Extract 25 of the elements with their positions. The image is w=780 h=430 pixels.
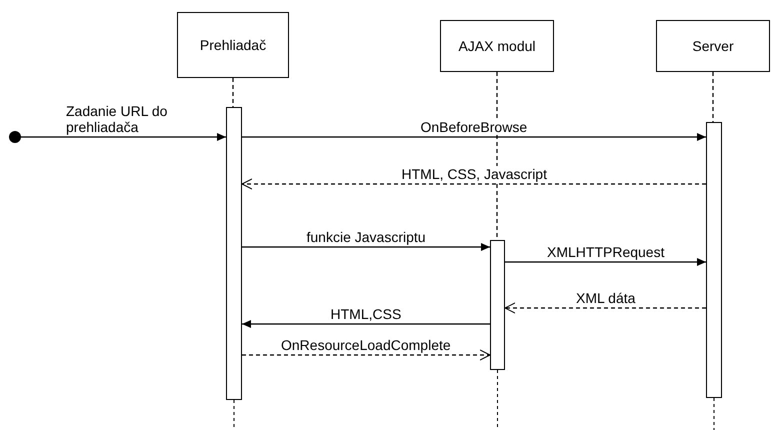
participant-box: Prehliadač <box>177 12 289 78</box>
lifeline <box>712 72 714 122</box>
message-arrow <box>242 243 490 251</box>
lifeline <box>232 78 234 107</box>
message-label: OnResourceLoadComplete <box>280 337 452 353</box>
return-arrow <box>242 350 490 360</box>
participant-box: Server <box>656 20 770 72</box>
activation-bar <box>706 122 722 398</box>
message-label: HTML, CSS, Javascript <box>400 166 548 182</box>
message-label: XMLHTTPRequest <box>546 244 666 260</box>
message-arrow <box>242 320 490 328</box>
return-arrow <box>242 178 706 190</box>
message-label: HTML,CSS <box>330 306 402 322</box>
message-label: OnBeforeBrowse <box>420 119 528 135</box>
message-label: funkcie Javascriptu <box>306 229 427 245</box>
start-dot <box>9 131 21 143</box>
activation-bar <box>490 240 505 370</box>
message-label: XML dáta <box>575 290 636 306</box>
return-arrow <box>504 302 706 314</box>
activation-bar <box>226 107 242 400</box>
message-arrow <box>21 133 226 141</box>
message-arrow <box>242 133 706 141</box>
lifeline <box>496 72 498 240</box>
participant-box: AJAX modul <box>440 20 554 72</box>
message-arrow <box>505 258 706 266</box>
